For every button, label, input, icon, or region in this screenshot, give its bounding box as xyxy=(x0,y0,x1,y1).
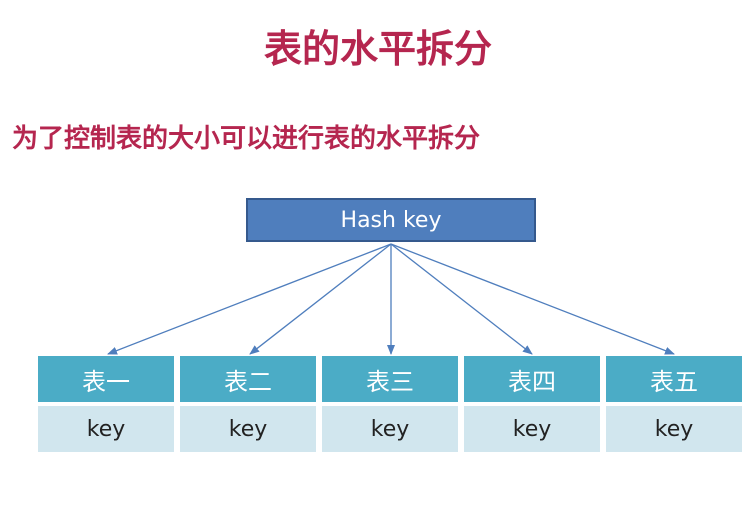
arrow-to-table-1 xyxy=(107,243,392,355)
table-4-key: key xyxy=(464,406,600,452)
table-5: 表五 key xyxy=(606,356,742,452)
page-title: 表的水平拆分 xyxy=(263,27,492,71)
page-subtitle: 为了控制表的大小可以进行表的水平拆分 xyxy=(12,124,481,154)
table-5-key: key xyxy=(606,406,742,452)
partition-tables: 表一 key 表二 key 表三 key 表四 key 表五 key xyxy=(38,356,744,456)
arrow-to-table-5 xyxy=(390,243,675,355)
table-3-key: key xyxy=(322,406,458,452)
hash-key-node: Hash key xyxy=(246,198,536,242)
table-3-header: 表三 xyxy=(322,356,458,402)
arrow-to-table-2 xyxy=(249,243,392,355)
table-4: 表四 key xyxy=(464,356,600,452)
table-1: 表一 key xyxy=(38,356,174,452)
table-3: 表三 key xyxy=(322,356,458,452)
table-1-header: 表一 xyxy=(38,356,174,402)
arrow-to-table-4 xyxy=(390,243,533,355)
hash-key-label: Hash key xyxy=(340,207,442,233)
table-2: 表二 key xyxy=(180,356,316,452)
table-2-header: 表二 xyxy=(180,356,316,402)
table-2-key: key xyxy=(180,406,316,452)
table-1-key: key xyxy=(38,406,174,452)
table-5-header: 表五 xyxy=(606,356,742,402)
table-4-header: 表四 xyxy=(464,356,600,402)
